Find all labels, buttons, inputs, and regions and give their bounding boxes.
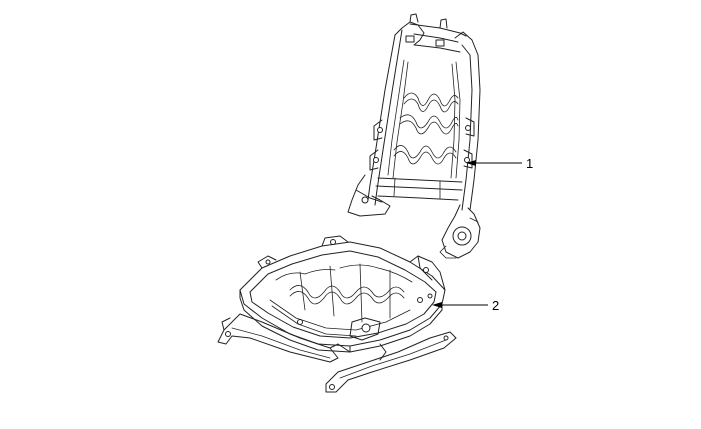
seat-cushion-frame <box>217 235 457 393</box>
callout-label-2: 2 <box>492 298 500 313</box>
seat-back-frame <box>347 13 481 259</box>
callout-label-1: 1 <box>526 156 534 171</box>
callout-leader-1 <box>466 160 522 166</box>
callout-leader-2 <box>432 302 488 308</box>
